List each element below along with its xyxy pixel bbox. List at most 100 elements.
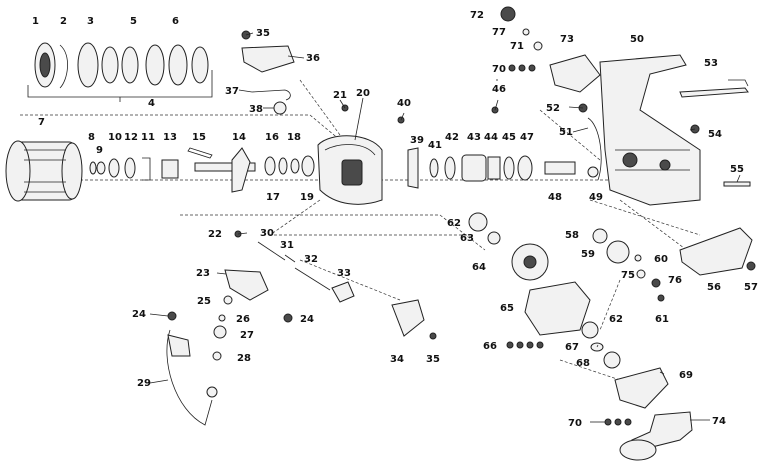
label-17: 17 [266,192,280,203]
label-72: 72 [470,10,484,21]
label-63: 63 [460,233,474,244]
part-53-shaft [679,87,749,98]
label-70-top: 70 [492,64,506,75]
part-15-pin [187,147,213,159]
part-70-screw-a [508,64,516,72]
label-30: 30 [260,228,274,239]
part-34-cover [391,299,425,337]
part-29-bail-mount [167,334,191,357]
label-26: 26 [236,314,250,325]
label-24-right: 24 [300,314,314,325]
part-29-bail-end [206,386,218,398]
label-44: 44 [484,132,498,143]
assembly-guide-lines [20,79,701,381]
part-39-plate [407,147,419,189]
label-27: 27 [240,330,254,341]
part-43-bearing [461,154,487,182]
part-7-spool [5,140,83,202]
label-23: 23 [196,268,210,279]
label-46: 46 [492,84,506,95]
part-25 [223,295,233,305]
label-66: 66 [483,341,497,352]
label-3: 3 [87,16,94,27]
label-71: 71 [510,41,524,52]
part-30-wire [257,241,286,261]
part-74-handle-knob [619,439,657,461]
part-10 [108,158,120,178]
part-59-gear [606,240,630,264]
part-45 [503,156,515,180]
label-43: 43 [467,132,481,143]
part-42 [444,156,456,180]
label-51: 51 [559,127,573,138]
label-8: 8 [88,132,95,143]
label-49: 49 [589,192,603,203]
part-28 [212,351,222,361]
label-74: 74 [712,416,726,427]
part-36-cover [241,45,295,73]
label-50: 50 [630,34,644,45]
label-65: 65 [500,303,514,314]
label-33: 33 [337,268,351,279]
part-66-screw-a [506,341,514,349]
part-48-pinion-gear [544,161,576,175]
part-16 [264,156,276,176]
label-9: 9 [96,145,103,156]
part-32-spring [294,267,331,291]
part-62-bearing-b [581,321,599,339]
part-labels: 1 2 3 5 6 4 7 8 9 10 12 11 13 15 14 16 1… [32,10,758,429]
part-4-washer-c [191,46,209,84]
part-51-clip [587,117,602,181]
label-62-bottom: 62 [609,314,623,325]
part-31 [284,254,296,263]
label-2: 2 [60,16,67,27]
label-61: 61 [655,314,669,325]
part-62-bearing-a [468,212,488,232]
part-6-washer [168,44,188,86]
part-66-screw-d [536,341,544,349]
part-8 [89,161,97,175]
label-31: 31 [280,240,294,251]
label-22: 22 [208,229,222,240]
part-3-drag-washer [77,42,99,88]
label-36: 36 [306,53,320,64]
part-70-screw-f [624,418,632,426]
label-15: 15 [192,132,206,143]
label-47: 47 [520,132,534,143]
part-37-spring [251,89,291,101]
part-17 [278,157,288,175]
part-53-arm [728,79,749,87]
part-19 [301,155,315,177]
label-56: 56 [707,282,721,293]
part-5-washer [145,44,165,86]
leader-lines [149,32,741,423]
part-13 [161,159,179,179]
label-20: 20 [356,88,370,99]
part-70-screw-c [528,64,536,72]
part-14-rotor-shaft [194,162,256,172]
part-69-cover [614,367,669,409]
label-45: 45 [502,132,516,143]
label-25: 25 [197,296,211,307]
label-59: 59 [581,249,595,260]
part-66-screw-c [526,341,534,349]
part-75 [636,269,646,279]
label-11: 11 [141,132,155,143]
part-18 [290,158,300,174]
part-65-gear-housing [524,281,591,336]
label-12: 12 [124,132,138,143]
label-32: 32 [304,254,318,265]
part-4-washer-a [101,46,119,84]
part-73-cap [549,54,601,93]
part-74-handle-arm [631,411,693,451]
label-68: 68 [576,358,590,369]
part-33-roller [331,281,355,303]
label-77: 77 [492,27,506,38]
label-76: 76 [668,275,682,286]
label-38: 38 [249,104,263,115]
label-54: 54 [708,129,722,140]
part-4-washer-b [121,46,139,84]
label-6: 6 [172,16,179,27]
part-27 [213,325,227,339]
part-61 [657,294,665,302]
